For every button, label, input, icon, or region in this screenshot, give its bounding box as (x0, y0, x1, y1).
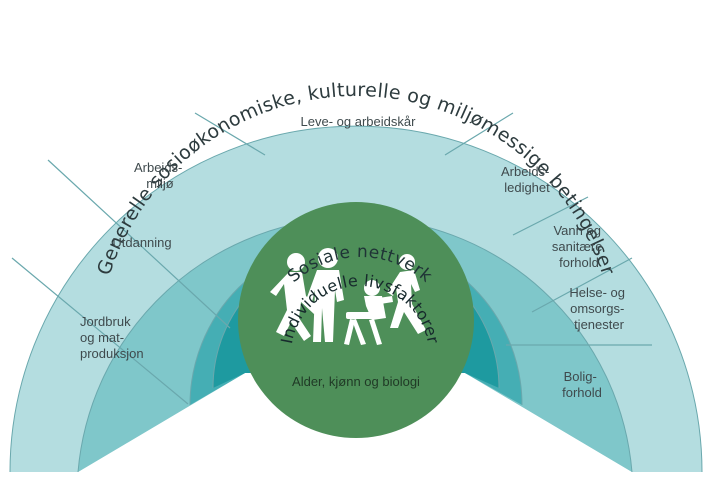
segment-arbeidsmiljo: Arbeids- miljø (134, 160, 186, 191)
segment-divider (11, 257, 189, 405)
segment-label-arbeidsmiljo: Arbeids- miljø (134, 160, 186, 191)
segment-divider (47, 159, 231, 329)
segment-arbeidsledighet: Arbeids- ledighet (501, 164, 553, 195)
segment-divider (194, 112, 266, 156)
segment-helse: Helse- og omsorgs- tjenester (569, 285, 628, 332)
segment-label-vann: Vann og sanitære forhold (552, 223, 606, 270)
segment-label-bolig: Bolig- forhold (562, 369, 602, 400)
segment-bolig: Bolig- forhold (562, 369, 602, 400)
segment-utdanning: Utdanning (112, 235, 171, 250)
core-label: Alder, kjønn og biologi (292, 374, 420, 389)
segment-label-helse: Helse- og omsorgs- tjenester (569, 285, 628, 332)
segment-vann: Vann og sanitære forhold (552, 223, 606, 270)
people-figures-icon (270, 248, 426, 345)
segment-divider (512, 196, 589, 236)
segment-label-leve-og-arbeidskar: Leve- og arbeidskår (301, 114, 417, 129)
band-boundary-arc (9, 125, 703, 473)
segment-divider (531, 257, 633, 313)
segment-label-utdanning: Utdanning (112, 235, 171, 250)
segment-jordbruk: Jordbruk og mat- produksjon (80, 314, 144, 361)
segment-label-jordbruk: Jordbruk og mat- produksjon (80, 314, 144, 361)
segment-label-arbeidsledighet: Arbeids- ledighet (501, 164, 553, 195)
segment-leve-og-arbeidskar: Leve- og arbeidskår (301, 114, 417, 129)
segment-divider (444, 112, 514, 156)
